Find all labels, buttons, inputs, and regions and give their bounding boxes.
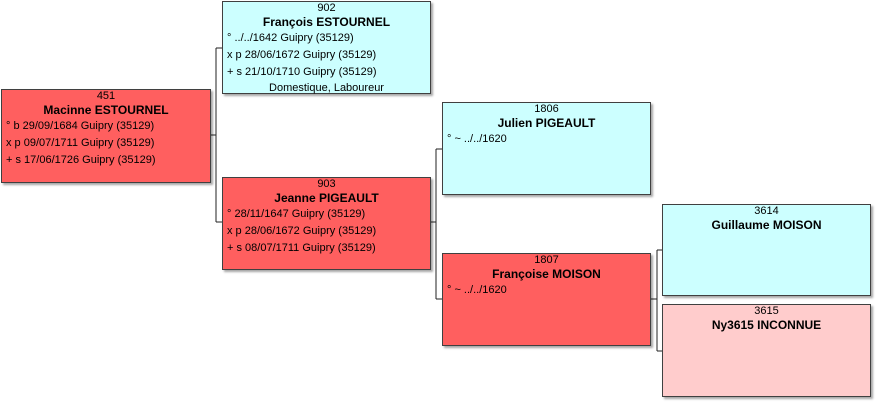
sosa-number: 902: [317, 2, 336, 14]
marriage-event: x p 28/06/1672 Guipry (35129): [227, 49, 377, 61]
death-event: + s 17/06/1726 Guipry (35129): [6, 154, 156, 166]
birth-event: ° b 29/09/1684 Guipry (35129): [6, 120, 155, 132]
sosa-number: 1807: [534, 254, 559, 266]
person-name: François ESTOURNEL: [262, 15, 391, 29]
person-card-3614[interactable]: 3614 Guillaume MOISON: [662, 204, 871, 296]
sosa-number: 903: [317, 178, 336, 190]
marriage-event: x p 28/06/1672 Guipry (35129): [227, 225, 377, 237]
person-card-1806[interactable]: 1806 Julien PIGEAULT ° ~ ../../1620: [442, 102, 651, 195]
person-card-3615[interactable]: 3615 Ny3615 INCONNUE: [662, 304, 871, 397]
sosa-number: 451: [96, 90, 116, 102]
person-name: Jeanne PIGEAULT: [274, 191, 379, 205]
sosa-number: 1806: [534, 103, 559, 115]
person-name: Françoise MOISON: [492, 267, 601, 281]
birth-event: ° 28/11/1647 Guipry (35129): [227, 208, 366, 220]
birth-event: ° ../../1642 Guipry (35129): [227, 32, 354, 44]
person-name: Macinne ESTOURNEL: [43, 103, 169, 117]
death-event: + s 08/07/1711 Guipry (35129): [227, 242, 376, 254]
marriage-event: x p 09/07/1711 Guipry (35129): [6, 137, 155, 149]
person-card-902[interactable]: 902 François ESTOURNEL ° ../../1642 Guip…: [222, 1, 431, 94]
person-card-1807[interactable]: 1807 Françoise MOISON ° ~ ../../1620: [442, 253, 651, 346]
death-event: + s 21/10/1710 Guipry (35129): [227, 66, 377, 78]
person-name: Ny3615 INCONNUE: [711, 318, 822, 332]
sosa-number: 3615: [754, 305, 779, 317]
person-name: Julien PIGEAULT: [497, 116, 596, 130]
birth-event: ° ~ ../../1620: [447, 133, 507, 145]
birth-event: ° ~ ../../1620: [447, 284, 507, 296]
sosa-number: 3614: [754, 205, 779, 217]
occupation: Domestique, Laboureur: [269, 82, 384, 94]
person-card-451[interactable]: 451 Macinne ESTOURNEL ° b 29/09/1684 Gui…: [1, 89, 211, 183]
person-name: Guillaume MOISON: [711, 218, 822, 232]
person-card-903[interactable]: 903 Jeanne PIGEAULT ° 28/11/1647 Guipry …: [222, 177, 431, 270]
